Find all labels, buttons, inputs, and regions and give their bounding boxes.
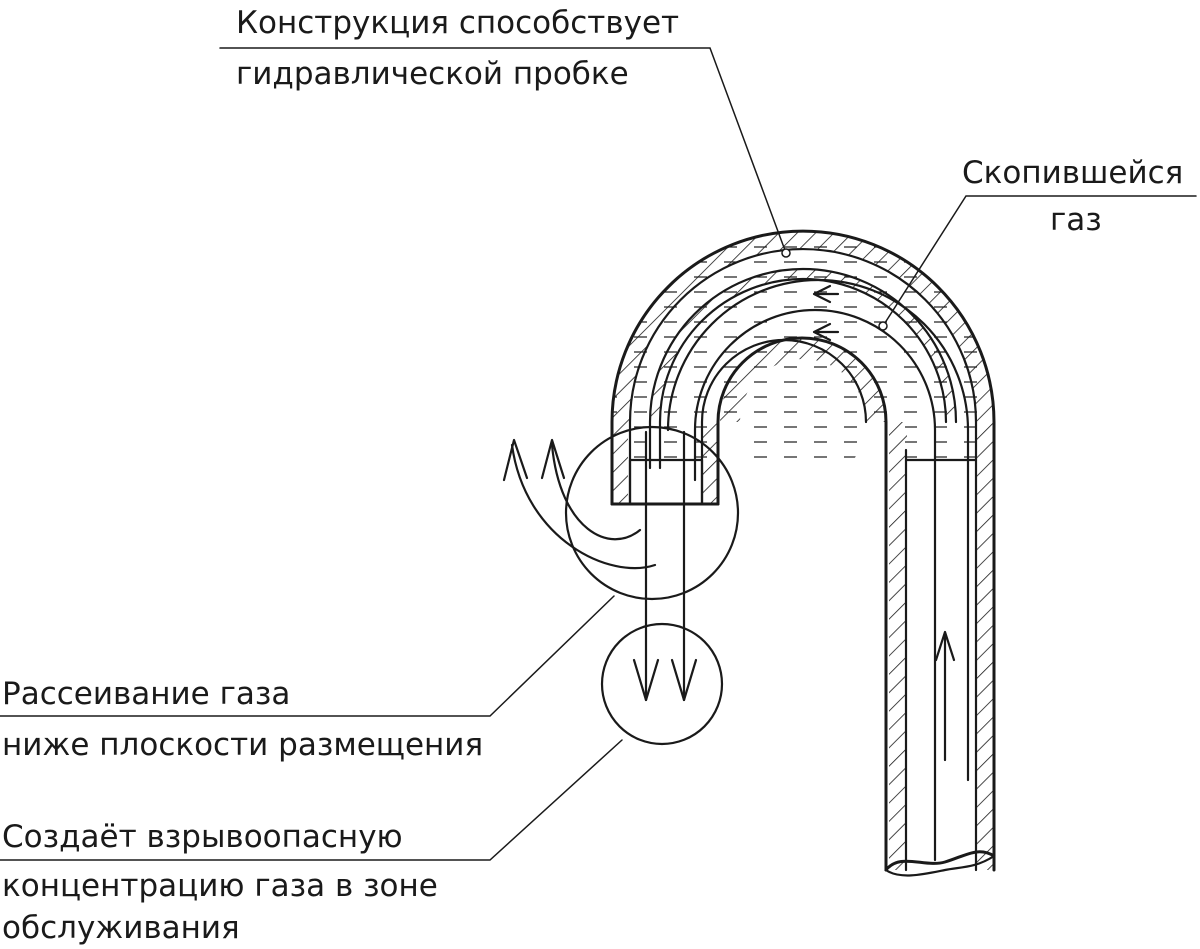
- label-gas-dispersion: Рассеивание газа ниже плоскости размещен…: [2, 676, 483, 763]
- label-gas-dispersion-line1: Рассеивание газа: [2, 676, 290, 712]
- pipe-outline: [610, 229, 996, 877]
- down-arrow-right-icon: [670, 658, 698, 702]
- label-explosive-concentration: Создаёт взрывоопасную концентрацию газа …: [2, 819, 438, 946]
- swirl-arrow-inner: [550, 443, 642, 541]
- outlet-zone-circle: [564, 425, 740, 601]
- gas-flow-lines: [666, 278, 970, 862]
- label-hydraulic-plug-line2: гидравлической пробке: [236, 56, 629, 92]
- label-explosive-concentration-line2: концентрацию газа в зоне: [2, 868, 438, 904]
- flow-arrow-upper: [812, 284, 840, 304]
- swirl-arrow-outer: [510, 443, 657, 570]
- upward-flow-arrow: [934, 630, 956, 762]
- label-gas-dispersion-line2: ниже плоскости размещения: [2, 727, 483, 763]
- label-explosive-concentration-line1: Создаёт взрывоопасную: [2, 819, 403, 855]
- leader-lines: [0, 47, 1197, 861]
- down-arrow-left-icon: [632, 658, 660, 702]
- label-hydraulic-plug-line1: Конструкция способствует: [236, 5, 679, 41]
- gas-outflow: [502, 430, 698, 702]
- label-accumulated-gas-line2: газ: [1050, 202, 1102, 238]
- label-accumulated-gas-line1: Скопившейся: [962, 155, 1183, 191]
- dispersion-zone-circle: [600, 622, 724, 746]
- label-hydraulic-plug: Конструкция способствует гидравлической …: [236, 5, 679, 92]
- flow-arrow-lower: [812, 322, 840, 342]
- label-explosive-concentration-line3: обслуживания: [2, 910, 240, 946]
- label-accumulated-gas: Скопившейся газ: [962, 155, 1183, 238]
